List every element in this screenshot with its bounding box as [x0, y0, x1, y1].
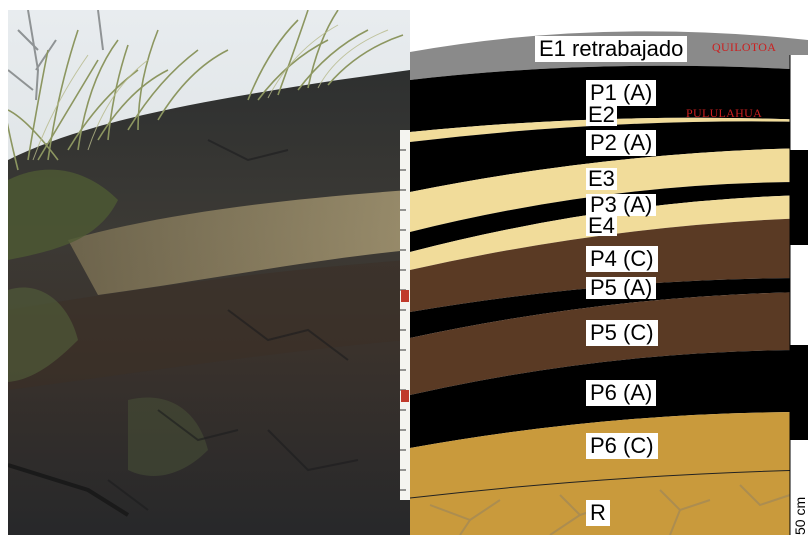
scale-label: 50 cm [792, 496, 808, 535]
source-quilotoa: QUILOTOA [712, 40, 777, 54]
label-p6a: P6 (A) [586, 380, 657, 406]
soil-profile-photo [8, 10, 410, 535]
label-p2a: P2 (A) [586, 130, 657, 156]
label-p1a: P1 (A) [586, 80, 657, 106]
label-p5a: P5 (A) [586, 277, 657, 299]
label-e3: E3 [586, 166, 617, 191]
layer-e3 [410, 148, 808, 232]
label-p4c: P4 (C) [586, 246, 658, 272]
layer-p5a [410, 278, 808, 338]
layer-p2a [410, 121, 808, 192]
label-e4: E4 [586, 213, 617, 238]
label-r: R [586, 500, 610, 526]
layer-e2 [410, 117, 808, 142]
label-e2: E2 [586, 102, 617, 127]
source-pululahua: PULULAHUA [686, 106, 763, 120]
scale-bar [790, 55, 808, 150]
layer-p3a [410, 182, 808, 252]
label-e1: E1 retrabajado [535, 36, 688, 62]
label-p6c: P6 (C) [586, 433, 658, 459]
label-p5c: P5 (C) [586, 320, 658, 346]
label-p3a: P3 (A) [586, 194, 657, 216]
